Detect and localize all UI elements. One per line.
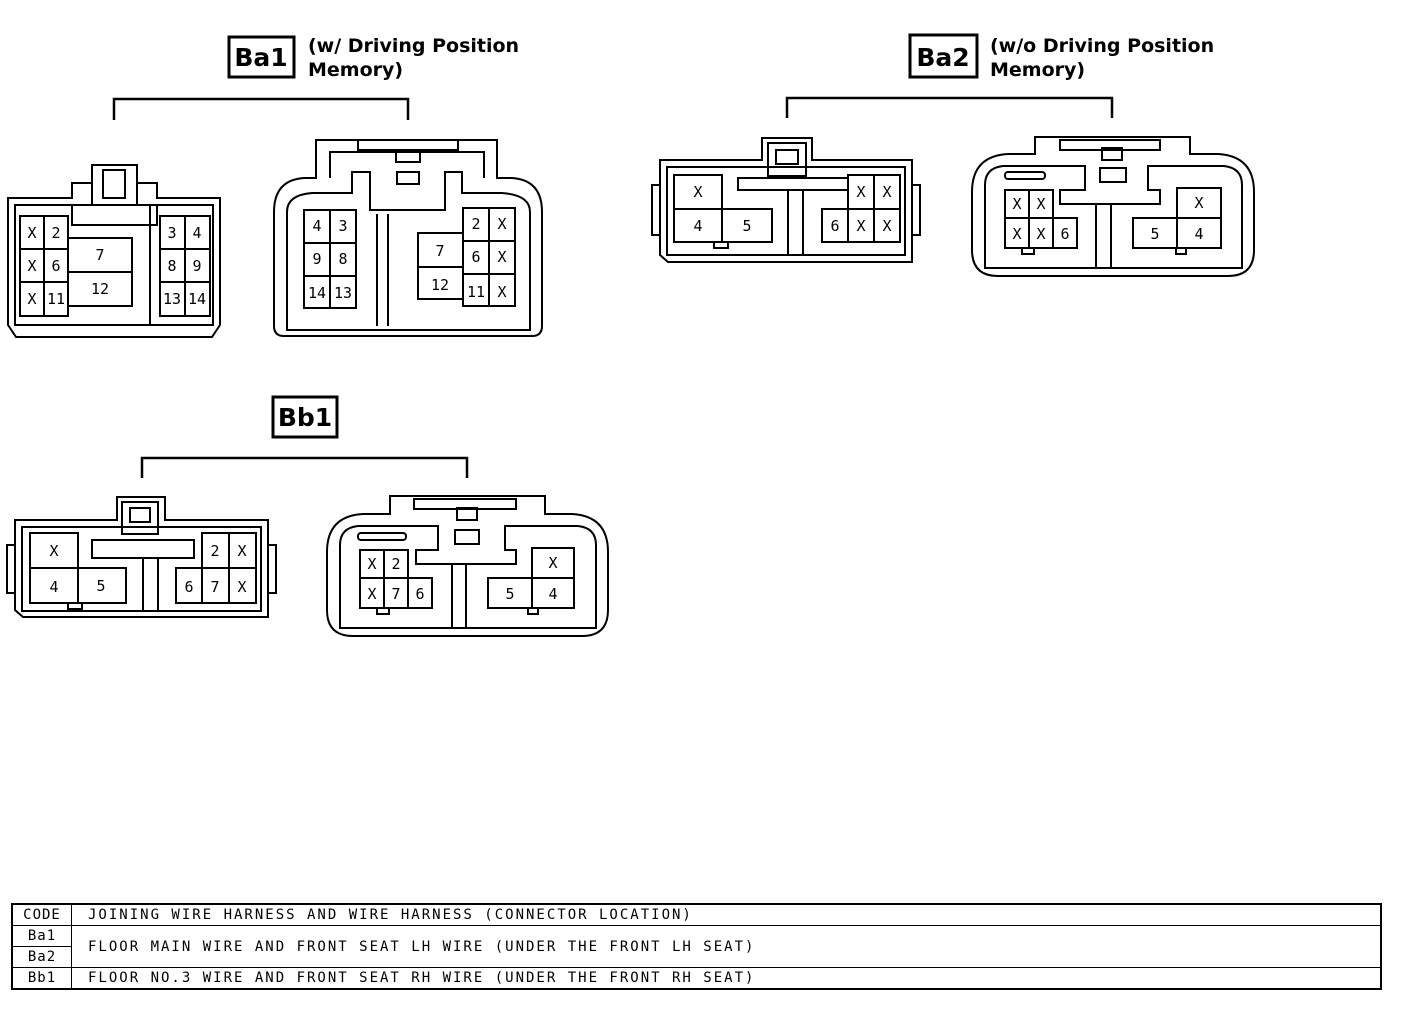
pin: 3: [167, 224, 176, 242]
ba1-caption-line2: Memory): [308, 59, 403, 81]
table-cell-desc: FLOOR NO.3 WIRE AND FRONT SEAT RH WIRE (…: [71, 967, 1382, 990]
pin: X: [882, 217, 891, 235]
pin: 14: [188, 290, 206, 308]
ba2-bracket: [785, 96, 1114, 118]
ba1-left-pins: X 2 X 6 X 11 7 12 3 4 8 9 13 14: [27, 224, 206, 308]
bb1-left-connector: [6, 496, 277, 618]
ba2-caption-line2: Memory): [990, 59, 1085, 81]
pin: 6: [184, 578, 193, 596]
pin: X: [1036, 225, 1045, 243]
pin: X: [27, 224, 36, 242]
pin: X: [548, 554, 557, 572]
pin: X: [1012, 195, 1021, 213]
pin: 13: [334, 284, 352, 302]
pin: 11: [467, 283, 485, 301]
ba2-left-pins: X 4 5 X X 6 X X: [693, 183, 891, 235]
ba1-left-connector: [7, 164, 221, 338]
pin: 6: [51, 257, 60, 275]
pin: 11: [47, 290, 65, 308]
ba1-right-connector: [273, 139, 543, 337]
pin: 12: [91, 280, 109, 298]
table-cell-desc: FLOOR MAIN WIRE AND FRONT SEAT LH WIRE (…: [71, 925, 1382, 968]
bb1-bracket: [140, 456, 469, 478]
pin: X: [27, 290, 36, 308]
pin: 9: [192, 257, 201, 275]
ba1-code: Ba1: [234, 43, 287, 72]
pin: X: [856, 217, 865, 235]
ba2-right-connector: [971, 136, 1255, 277]
ba1-caption-line1: (w/ Driving Position: [308, 35, 519, 57]
ba2-caption-line1: (w/o Driving Position: [990, 35, 1214, 57]
pin: 6: [830, 217, 839, 235]
pin: 4: [49, 578, 58, 596]
table-row: Ba1 FLOOR MAIN WIRE AND FRONT SEAT LH WI…: [11, 925, 1382, 968]
pin: 2: [210, 542, 219, 560]
table-header-row: CODE JOINING WIRE HARNESS AND WIRE HARNE…: [11, 903, 1382, 926]
bb1-left-pins: X 4 5 2 X 6 7 X: [49, 542, 246, 596]
pin: 12: [431, 276, 449, 294]
pin: 5: [742, 217, 751, 235]
pin: X: [1036, 195, 1045, 213]
table-row: Ba2: [11, 946, 1381, 968]
ba1-label: Ba1 (w/ Driving Position Memory): [227, 35, 519, 81]
table-row: Bb1 FLOOR NO.3 WIRE AND FRONT SEAT RH WI…: [11, 967, 1382, 990]
pin: 9: [312, 250, 321, 268]
ba2-code: Ba2: [916, 43, 969, 72]
ba2-label: Ba2 (w/o Driving Position Memory): [908, 33, 1214, 81]
pin: X: [27, 257, 36, 275]
pin: 2: [391, 555, 400, 573]
pin: X: [693, 183, 702, 201]
pin: X: [237, 542, 246, 560]
pin: X: [497, 248, 506, 266]
bb1-right-connector: [326, 495, 609, 637]
pin: 5: [505, 585, 514, 603]
pin: 5: [1150, 225, 1159, 243]
pin: X: [856, 183, 865, 201]
table-cell-code: Bb1: [11, 967, 72, 990]
table-cell-code: Ba1: [11, 925, 72, 947]
pin: 7: [435, 242, 444, 260]
pin: X: [882, 183, 891, 201]
pin: X: [1194, 194, 1203, 212]
pin: 3: [338, 217, 347, 235]
pin: 5: [96, 577, 105, 595]
pin: 4: [548, 585, 557, 603]
pin: 7: [210, 578, 219, 596]
table-cell-code: Ba2: [11, 946, 72, 968]
pin: 4: [1194, 225, 1203, 243]
pin: X: [49, 542, 58, 560]
pin: 6: [415, 585, 424, 603]
ba1-right-pins: 4 3 9 8 14 13 7 12 2 X 6 X 11 X: [308, 215, 507, 302]
pin: 2: [51, 224, 60, 242]
pin: 6: [471, 248, 480, 266]
pin: 7: [95, 246, 104, 264]
pin: X: [237, 578, 246, 596]
bb1-code: Bb1: [278, 403, 332, 432]
pin: 2: [471, 215, 480, 233]
pin: 8: [338, 250, 347, 268]
pin: X: [367, 585, 376, 603]
pin: 14: [308, 284, 326, 302]
pin: 13: [163, 290, 181, 308]
pin: 4: [693, 217, 702, 235]
ba1-bracket: [112, 97, 410, 120]
pin: 7: [391, 585, 400, 603]
pin: 6: [1060, 225, 1069, 243]
bb1-label: Bb1: [271, 395, 339, 439]
pin: X: [367, 555, 376, 573]
pin: 8: [167, 257, 176, 275]
table-header-code: CODE: [11, 903, 72, 926]
pin: 4: [312, 217, 321, 235]
pin: 4: [192, 224, 201, 242]
pin: X: [1012, 225, 1021, 243]
ba2-left-connector: [651, 137, 921, 263]
pin: X: [497, 215, 506, 233]
pin: X: [497, 283, 506, 301]
bb1-right-pins: X 2 X 7 6 X 5 4: [367, 554, 557, 603]
connector-location-table: CODE JOINING WIRE HARNESS AND WIRE HARNE…: [11, 903, 1382, 990]
table-header-desc: JOINING WIRE HARNESS AND WIRE HARNESS (C…: [71, 903, 1382, 926]
ba2-right-pins: X X X X 6 X 5 4: [1012, 194, 1203, 243]
